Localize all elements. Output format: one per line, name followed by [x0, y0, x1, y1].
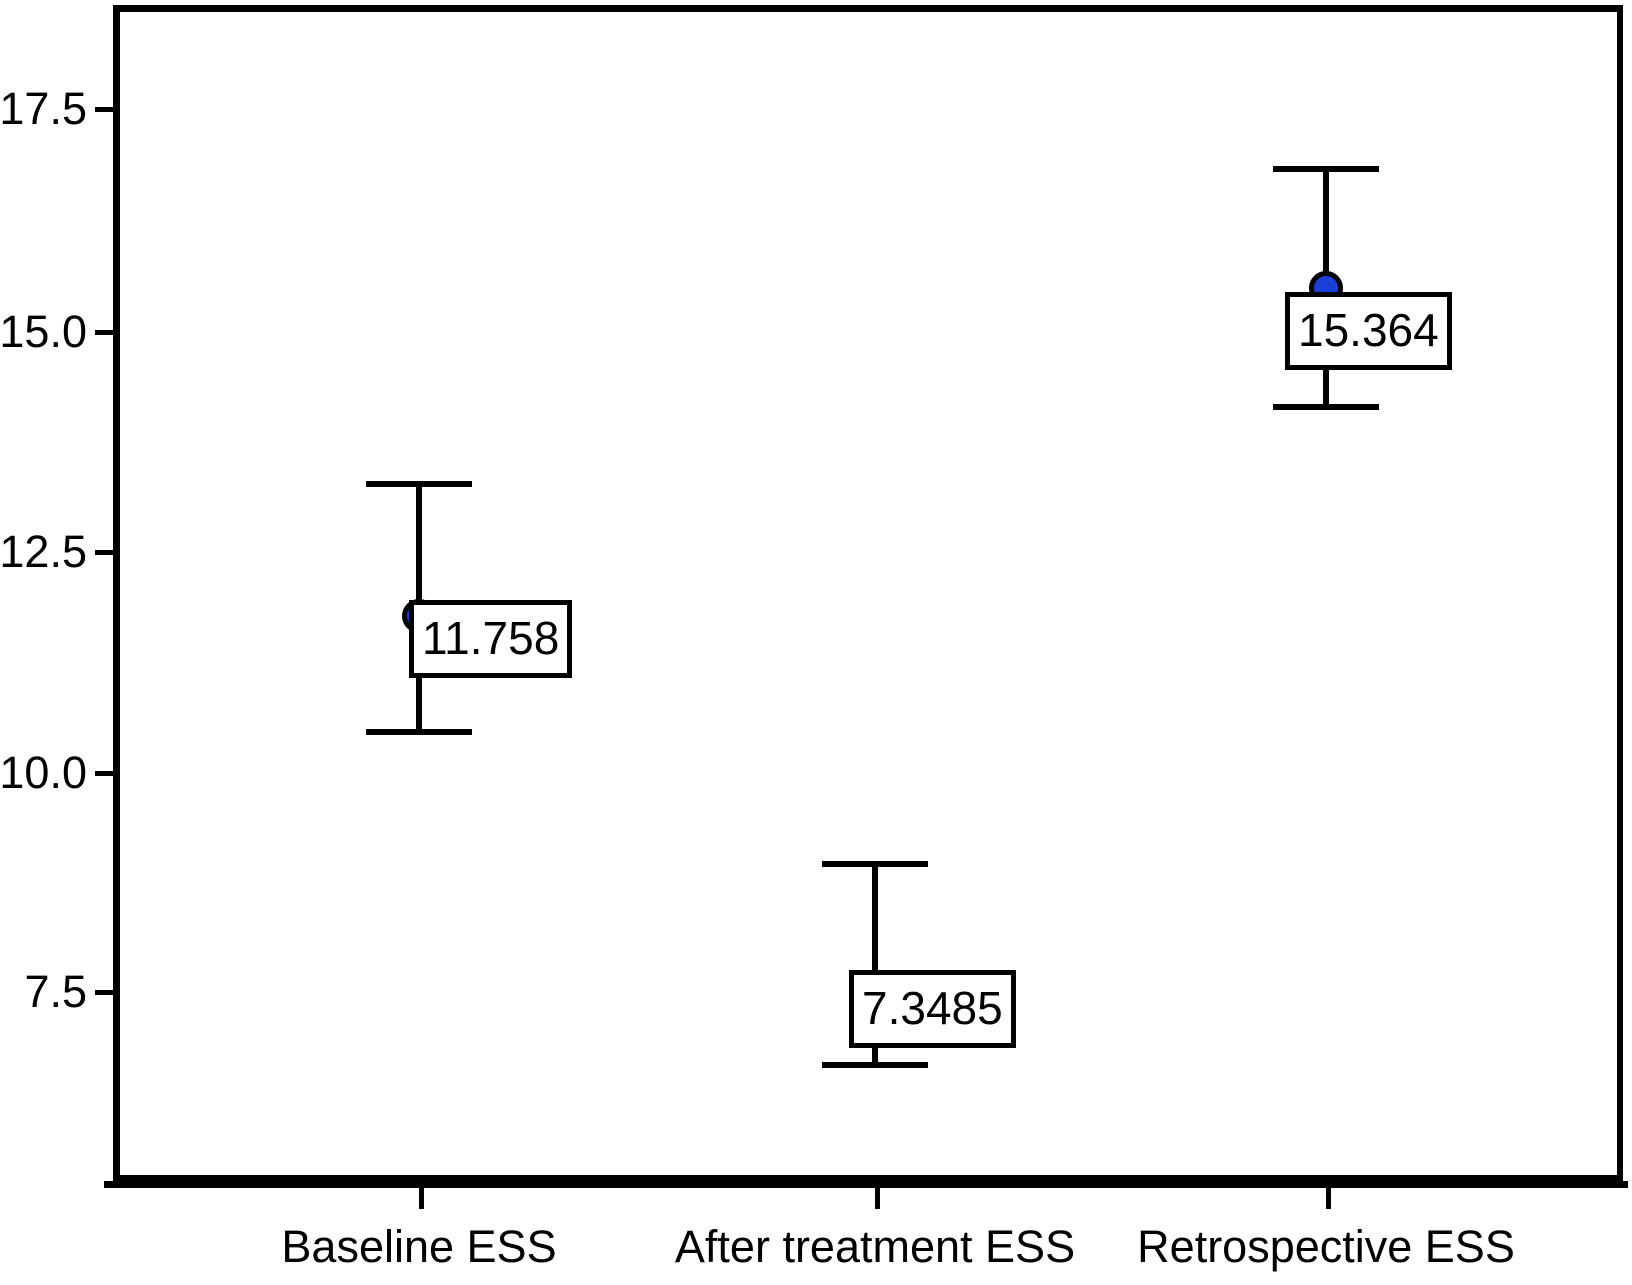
- y-tick-mark-15-0: [95, 330, 117, 335]
- error-bar-lower-cap-after-treatment: [822, 1062, 928, 1068]
- x-tick-label-retrospective: Retrospective ESS: [1137, 1221, 1515, 1272]
- data-label-retrospective: 15.364: [1285, 292, 1452, 370]
- y-tick-mark-7-5: [95, 990, 117, 995]
- x-axis-line: [104, 1181, 1628, 1188]
- error-bar-lower-cap-retrospective: [1273, 404, 1379, 410]
- y-tick-label-10-0: 10.0: [0, 747, 87, 798]
- y-tick-label-15-0: 15.0: [0, 306, 87, 357]
- y-tick-label-12-5: 12.5: [0, 526, 87, 577]
- x-tick-mark-after-treatment: [875, 1183, 880, 1209]
- y-tick-mark-12-5: [95, 550, 117, 555]
- data-label-baseline: 11.758: [409, 600, 573, 678]
- x-tick-label-after-treatment: After treatment ESS: [674, 1221, 1076, 1272]
- error-bar-line-after-treatment: [872, 861, 878, 1063]
- y-tick-label-17-5: 17.5: [0, 83, 87, 134]
- y-tick-mark-17-5: [95, 107, 117, 112]
- x-tick-mark-retrospective: [1326, 1183, 1331, 1209]
- error-bar-lower-cap-baseline: [366, 729, 472, 735]
- y-tick-label-7-5: 7.5: [24, 966, 87, 1017]
- data-label-after-treatment: 7.3485: [849, 970, 1016, 1048]
- x-tick-label-baseline: Baseline ESS: [281, 1221, 557, 1272]
- x-tick-mark-baseline: [419, 1183, 424, 1209]
- y-tick-mark-10-0: [95, 771, 117, 776]
